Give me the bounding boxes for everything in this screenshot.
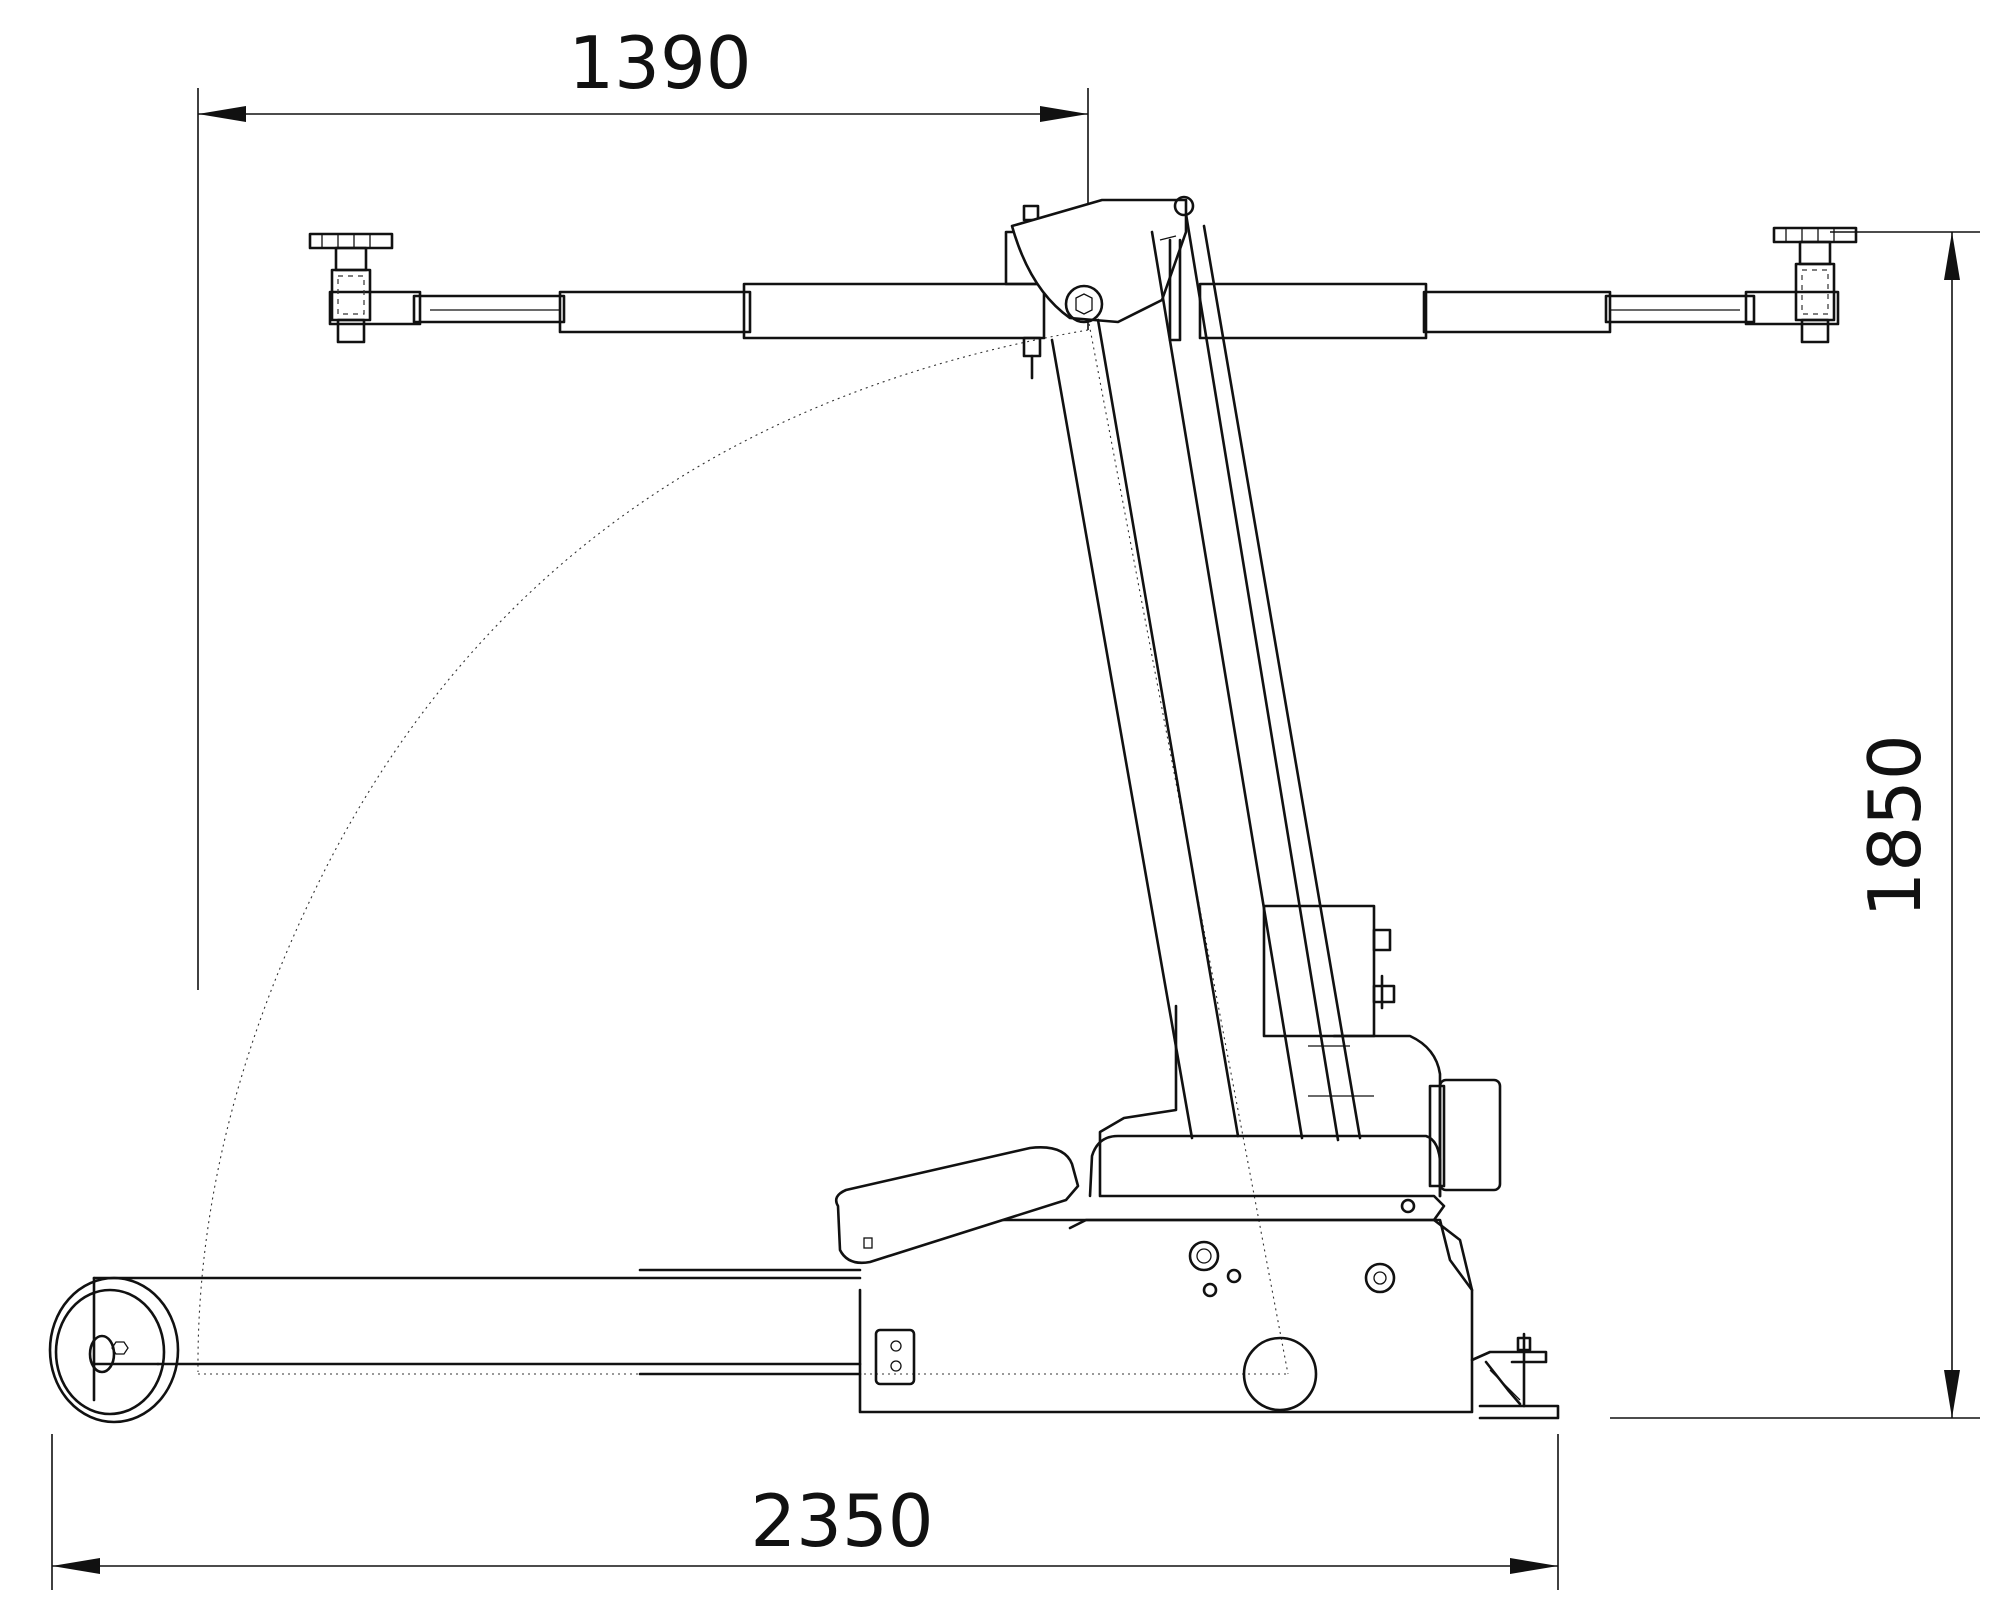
power-unit (1262, 904, 1502, 1198)
column-centerline (1087, 317, 1289, 1375)
arm-head (1004, 195, 1195, 380)
castor-wheel (48, 1276, 180, 1424)
dimension-arm-span-label: 1390 (568, 21, 751, 105)
base-leg (92, 1268, 862, 1376)
dimension-length: 2350 (51, 1434, 1559, 1590)
base-chassis (834, 1004, 1560, 1420)
dimension-arm-span: 1390 (197, 21, 1089, 990)
dimension-length-label: 2350 (750, 1479, 933, 1563)
dimension-height-label: 1850 (1853, 734, 1937, 917)
dimension-height: 1850 (1610, 231, 1980, 1419)
lift-arms (308, 226, 1858, 344)
lift-column (1050, 212, 1362, 1142)
